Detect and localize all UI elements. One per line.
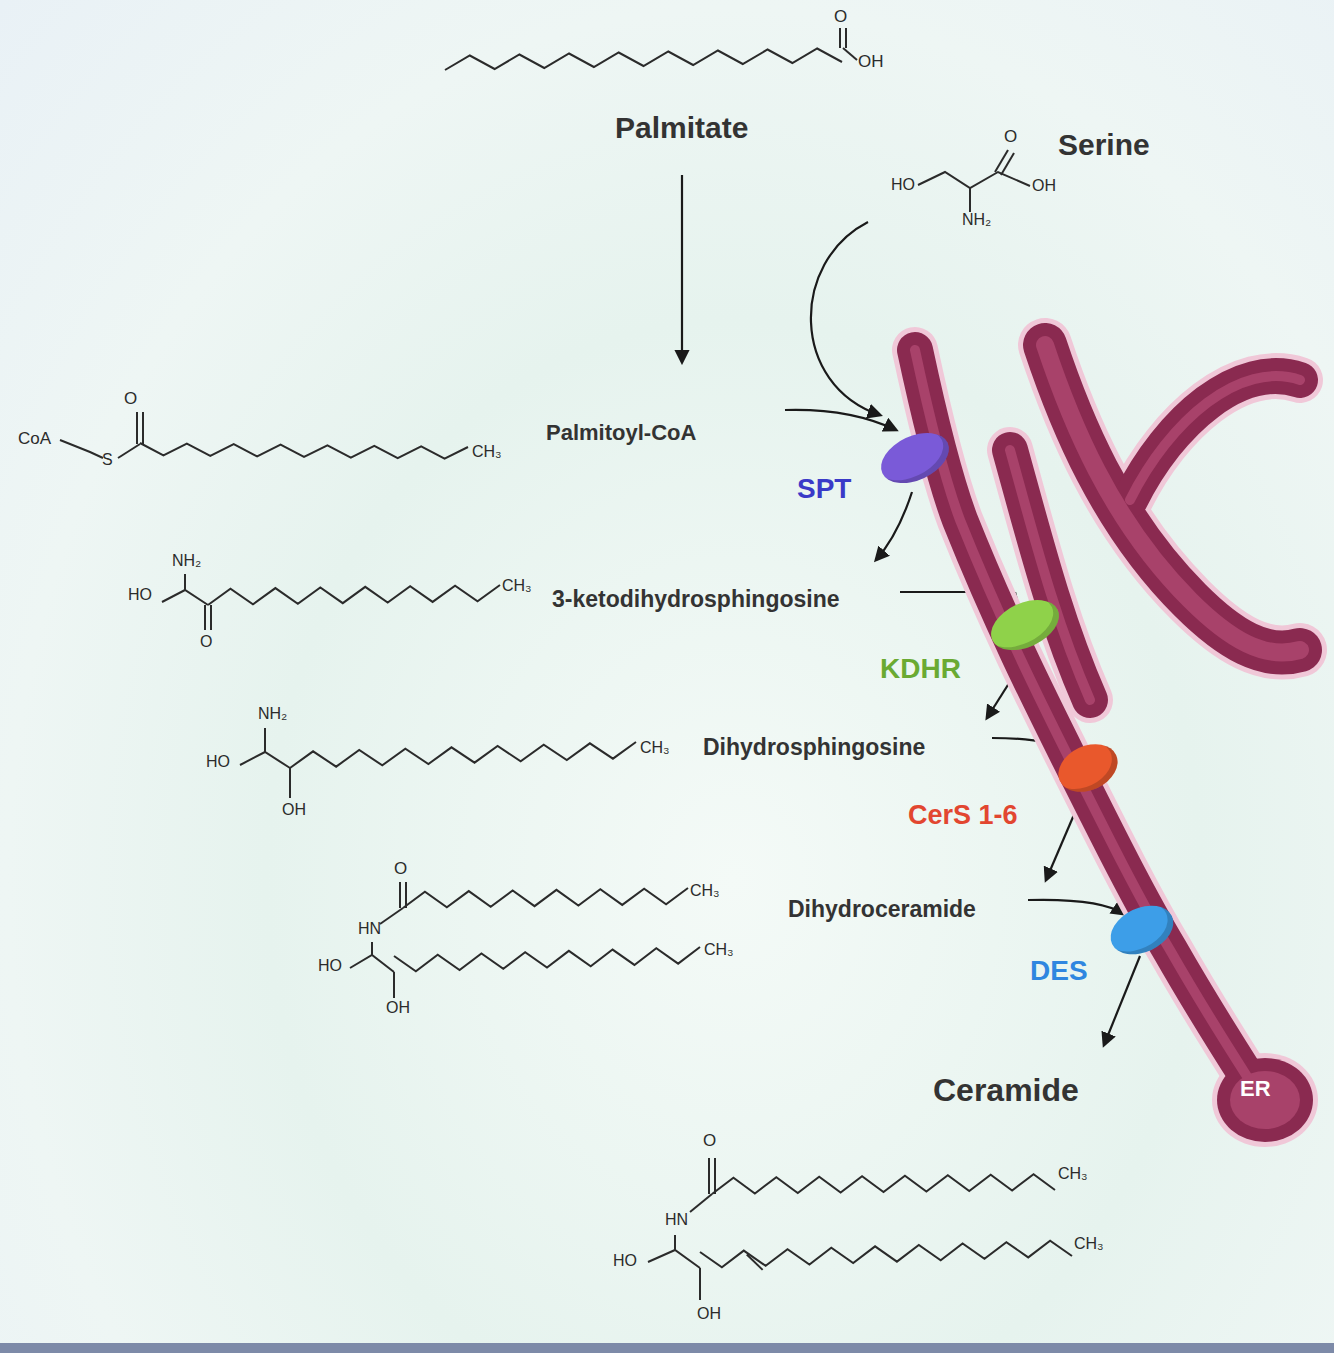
atom-label: OH (282, 802, 306, 818)
enzyme-label: KDHR (880, 655, 961, 683)
bond-line (1001, 153, 1014, 175)
atom-label: OH (386, 1000, 410, 1016)
enzyme-label: SPT (797, 475, 851, 503)
enzyme-kdhr: KDHR (880, 655, 961, 683)
bond-line (162, 590, 208, 605)
metabolite-name: Palmitoyl-CoA (546, 422, 696, 444)
bond-line (995, 150, 1008, 172)
atom-label: NH₂ (962, 212, 991, 228)
metabolite-name: Ceramide (933, 1074, 1079, 1106)
bond-line (445, 49, 842, 71)
bond-line (208, 585, 500, 605)
bond-line (394, 947, 700, 971)
enzyme-label: DES (1030, 957, 1088, 985)
atom-label: CH₃ (472, 444, 502, 460)
bond-line (289, 768, 291, 798)
atom-label: O (124, 390, 137, 407)
bond-line (403, 888, 688, 908)
er-bulb (1230, 1071, 1300, 1129)
atom-label: CH₃ (1058, 1166, 1088, 1182)
atom-label: NH₂ (258, 706, 287, 722)
er-tube (1045, 345, 1300, 653)
atom-label: HN (358, 921, 381, 937)
bond-line (690, 1194, 712, 1212)
enzyme-label: CerS 1-6 (908, 802, 1018, 829)
atom-label: NH₂ (172, 553, 201, 569)
bond-line (118, 444, 140, 458)
metabolite-name: Dihydrosphingosine (703, 736, 925, 759)
bond-line (393, 972, 395, 998)
atom-label: HO (613, 1253, 637, 1269)
er-tube (1130, 376, 1300, 500)
bond-line (674, 1235, 676, 1250)
bond-line (699, 1268, 701, 1300)
atom-label: CH₃ (640, 740, 670, 756)
atom-label: O (1004, 128, 1017, 145)
metabolite-name: Serine (1058, 130, 1150, 160)
bond-line (60, 440, 103, 458)
organelle-label: ER (1240, 1078, 1271, 1100)
metabolite-name: Dihydroceramide (788, 898, 976, 921)
bond-line (845, 28, 847, 48)
bond-line (747, 1255, 763, 1270)
bond-line (648, 1250, 700, 1268)
atom-label: OH (858, 53, 884, 70)
atom-label: CH₃ (704, 942, 734, 958)
bond-line (380, 908, 403, 924)
er-tube (1045, 345, 1300, 653)
atom-label: O (703, 1132, 716, 1149)
bond-line (184, 574, 186, 590)
bond-line (839, 28, 841, 48)
bond-line (264, 728, 266, 752)
atom-label: CoA (18, 430, 51, 447)
atom-label: HO (318, 958, 342, 974)
bond-line (371, 942, 373, 955)
atom-label: OH (697, 1306, 721, 1322)
atom-label: O (200, 634, 212, 650)
bond-line (843, 48, 857, 60)
atom-label: OH (1032, 178, 1056, 194)
er-bulb (1217, 1058, 1313, 1142)
atom-label: CH₃ (502, 578, 532, 594)
atom-label: HO (128, 587, 152, 603)
bottom-bar (0, 1343, 1334, 1353)
bond-line (140, 443, 468, 459)
bond-line (712, 1174, 1055, 1194)
atom-label: CH₃ (690, 883, 720, 899)
bond-line (399, 882, 401, 908)
er-tube (1130, 376, 1300, 500)
enzyme-cers: CerS 1-6 (908, 802, 1018, 829)
atom-label: HO (891, 177, 915, 193)
enzyme-spt: SPT (797, 475, 851, 503)
metabolite-name: 3-ketodihydrosphingosine (552, 588, 840, 611)
bond-line (969, 188, 971, 212)
bond-line (240, 752, 290, 768)
er-tube (1045, 345, 1300, 653)
enzyme-des: DES (1030, 957, 1088, 985)
bond-line (714, 1158, 716, 1194)
atom-label: HN (665, 1212, 688, 1228)
chemical-structures (60, 28, 1072, 1300)
bond-line (204, 605, 206, 630)
atom-label: O (834, 8, 847, 25)
bond-line (136, 412, 138, 444)
bond-line (708, 1158, 710, 1194)
atom-label: S (102, 452, 113, 468)
metabolite-name: Palmitate (615, 113, 748, 143)
atom-label: HO (206, 754, 230, 770)
bond-line (210, 605, 212, 630)
bond-line (142, 412, 144, 444)
bond-line (290, 742, 636, 768)
atom-label: O (394, 860, 407, 877)
bond-line (918, 172, 1030, 188)
bond-line (350, 955, 394, 972)
er-tube (1130, 376, 1300, 500)
atom-label: CH₃ (1074, 1236, 1104, 1252)
er-tube (915, 350, 1262, 1100)
